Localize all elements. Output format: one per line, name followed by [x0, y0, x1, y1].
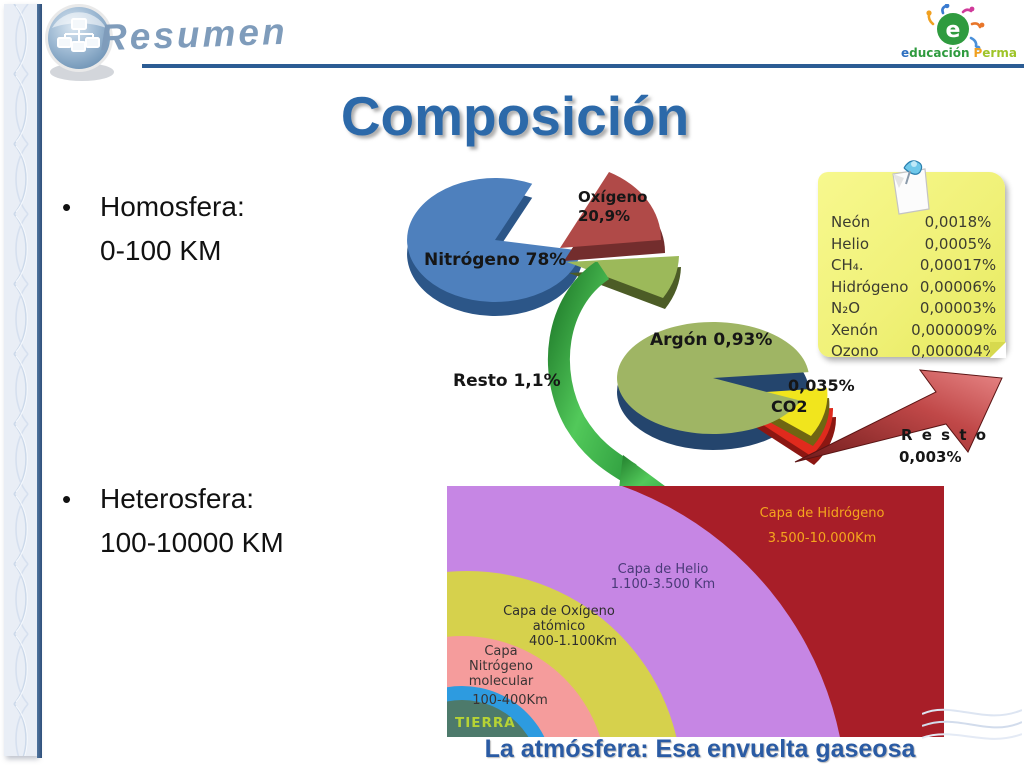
bullet-homosfera-label: Homosfera: — [100, 191, 245, 222]
layer-range: 400-1.100Km — [529, 634, 617, 649]
label-resto-2-value: 0,003% — [899, 448, 962, 466]
note-fold-corner — [990, 342, 1006, 358]
trace-gas-row: Helio 0,0005% — [831, 234, 997, 256]
label-oxygen-value: 20,9% — [578, 207, 631, 225]
wave-decoration — [922, 708, 1022, 740]
layer-name: Capa — [484, 644, 518, 659]
label-co2-value: 0,035% — [788, 376, 855, 395]
gas-name: Xenón — [831, 320, 879, 339]
pushpin-icon — [892, 160, 930, 215]
label-nitrogen: Nitrógeno 78% — [424, 250, 567, 270]
layer-name: Capa de Oxígeno — [503, 604, 615, 619]
label-resto-1: Resto 1,1% — [453, 371, 561, 391]
sitemap-logo-icon — [45, 4, 114, 81]
layer-range: 1.100-3.500 Km — [610, 577, 716, 592]
trace-gases-list: Neón 0,0018% Helio 0,0005% CH₄. 0,00017% Hi… — [818, 172, 1005, 363]
gas-name: Ozono — [831, 342, 879, 360]
slide-caption: La atmósfera: Esa envuelta gaseosa — [484, 735, 916, 763]
gas-value: 0,00006% — [919, 277, 997, 296]
layer-range: 100-400Km — [472, 693, 548, 708]
gas-value: 0,000009% — [911, 320, 997, 339]
brand-word1-rest: ducación — [909, 46, 969, 60]
bullet-heterosfera-label: Heterosfera: — [100, 483, 255, 514]
gas-value: 0,000004% — [911, 342, 997, 360]
bullet-heterosfera-range: 100-10000 KM — [100, 527, 284, 558]
label-resto-2-name: R e s t o — [901, 426, 989, 444]
gas-name: Helio — [831, 234, 870, 253]
gas-value: 0,00017% — [919, 256, 997, 274]
layer-name2: atómico — [532, 619, 586, 634]
brand-word1-initial: e — [901, 46, 909, 60]
heterosphere-layers-diagram: Capa de Hidrógeno 3.500-10.000Km Capa de… — [447, 486, 944, 737]
gas-value: 0,0018% — [924, 213, 992, 231]
gas-name: Hidrógeno — [831, 277, 909, 296]
layer-range: 3.500-10.000Km — [767, 531, 877, 546]
brand-word2-initial: P — [974, 46, 983, 60]
label-capa-nitrogeno: Capa Nitrógeno molecular 100-400Km — [447, 644, 557, 708]
header-divider — [142, 64, 1024, 68]
layer-name2: Nitrógeno molecular — [468, 659, 534, 689]
trace-gas-row: N₂O 0,00003% — [831, 298, 997, 320]
gas-name: CH₄. — [831, 256, 864, 274]
bullet-homosfera-range: 0-100 KM — [100, 235, 222, 266]
label-oxygen: Oxígeno 20,9% — [578, 188, 647, 226]
label-capa-helio: Capa de Helio 1.100-3.500 Km — [597, 562, 729, 592]
trace-gas-row: CH₄. 0,00017% — [831, 255, 997, 277]
pie-chart-rest-breakdown — [617, 321, 837, 465]
bullet-homosfera: • Homosfera: 0-100 KM — [58, 192, 430, 266]
trace-gas-row: Neón 0,0018% — [831, 212, 997, 234]
gas-value: 0,00003% — [919, 299, 997, 317]
label-argon: Argón 0,93% — [650, 330, 773, 350]
page-title: Composición — [340, 85, 690, 147]
label-oxygen-name: Oxígeno — [578, 188, 648, 206]
trace-gas-row: Hidrógeno 0,00006% — [831, 277, 997, 299]
gas-name: N₂O — [831, 299, 861, 317]
brand-e-letter: e — [946, 18, 961, 43]
educacion-permanente-logo: e educaciónPermanente — [901, 4, 1018, 60]
trace-gases-note: Neón 0,0018% Helio 0,0005% CH₄. 0,00017% Hi… — [818, 172, 1006, 360]
svg-text:educaciónPermanente: educación Permanente — [901, 46, 1018, 60]
slide-section-label: Resumen — [99, 10, 289, 59]
layer-name: Capa de Helio — [617, 562, 709, 577]
red-arrow-icon — [794, 369, 1003, 463]
layer-name: Capa de Hidrógeno — [759, 506, 885, 521]
brand-word2-rest: ermanente — [982, 46, 1018, 60]
bullet-marker: • — [62, 192, 72, 222]
left-border-line — [37, 4, 42, 758]
left-decor-strip — [4, 4, 37, 756]
bullet-marker: • — [62, 484, 72, 514]
trace-gas-row: Xenón 0,000009% — [831, 320, 997, 342]
label-capa-hidrogeno: Capa de Hidrógeno 3.500-10.000Km — [747, 506, 897, 546]
braid-pattern — [4, 4, 37, 756]
label-tierra: TIERRA — [455, 715, 516, 731]
label-co2: CO2 — [771, 397, 808, 416]
trace-gas-row: Ozono 0,000004% — [831, 341, 997, 363]
gas-name: Neón — [831, 213, 871, 231]
bullet-heterosfera: • Heterosfera: 100-10000 KM — [58, 484, 430, 558]
label-capa-oxigeno: Capa de Oxígeno atómico 400-1.100Km — [489, 604, 629, 649]
gas-value: 0,0005% — [924, 234, 992, 253]
